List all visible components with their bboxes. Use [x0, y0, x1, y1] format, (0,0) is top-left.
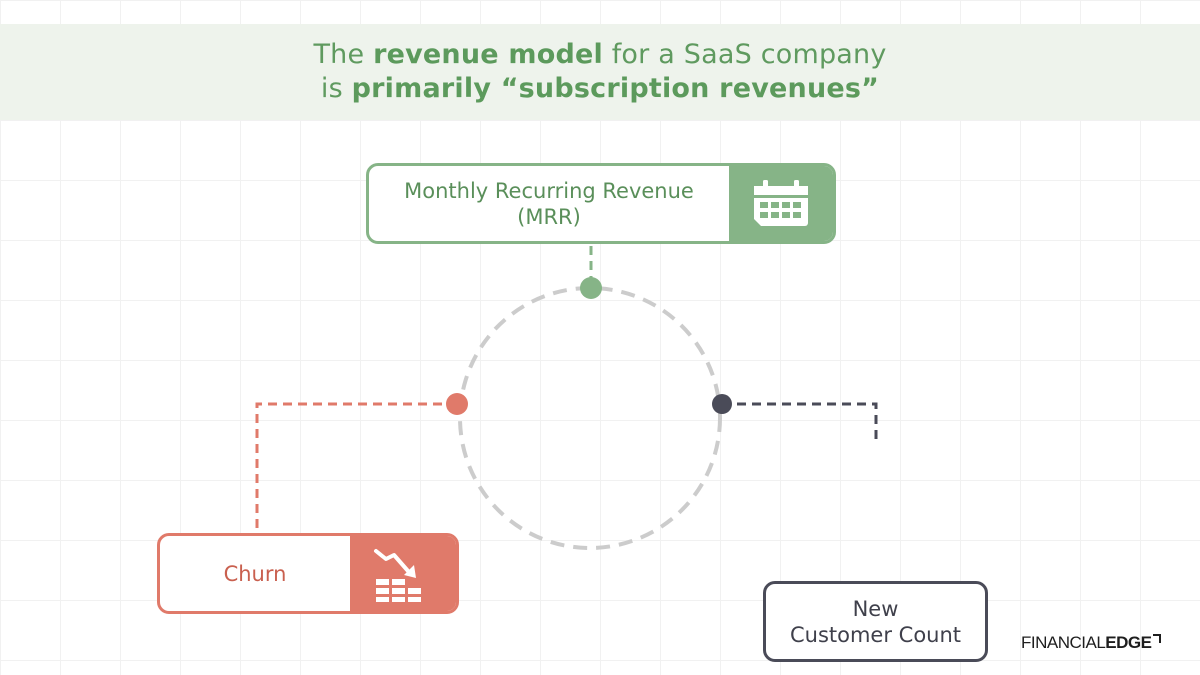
- new-customers-node-dot: [712, 394, 732, 414]
- mrr-label: Monthly Recurring Revenue (MRR): [404, 178, 694, 229]
- calendar-icon: [729, 166, 833, 241]
- churn-label: Churn: [223, 561, 287, 586]
- new-customer-count-label: New Customer Count: [789, 596, 962, 647]
- header-banner: The revenue model for a SaaS company is …: [0, 24, 1200, 120]
- header-bold-2: primarily “subscription revenues”: [351, 73, 880, 104]
- churn-node-dot: [446, 393, 468, 415]
- new-customer-count-card: New Customer Count: [763, 581, 988, 662]
- mrr-node-dot: [580, 277, 602, 299]
- financial-edge-logo: FINANCIALEDGE: [1021, 633, 1162, 653]
- new-customers-connector: [722, 402, 878, 440]
- churn-card: Churn: [157, 533, 459, 614]
- mrr-card: Monthly Recurring Revenue (MRR): [366, 163, 836, 244]
- churn-connector: [255, 402, 457, 533]
- revenue-cycle-ring: [458, 286, 722, 550]
- declining-chart-icon: [350, 536, 456, 611]
- header-bold-1: revenue model: [373, 39, 603, 70]
- header-line-2: is primarily “subscription revenues”: [320, 73, 880, 104]
- logo-corner-mark: [1153, 634, 1162, 643]
- header-line-1: The revenue model for a SaaS company: [313, 39, 887, 70]
